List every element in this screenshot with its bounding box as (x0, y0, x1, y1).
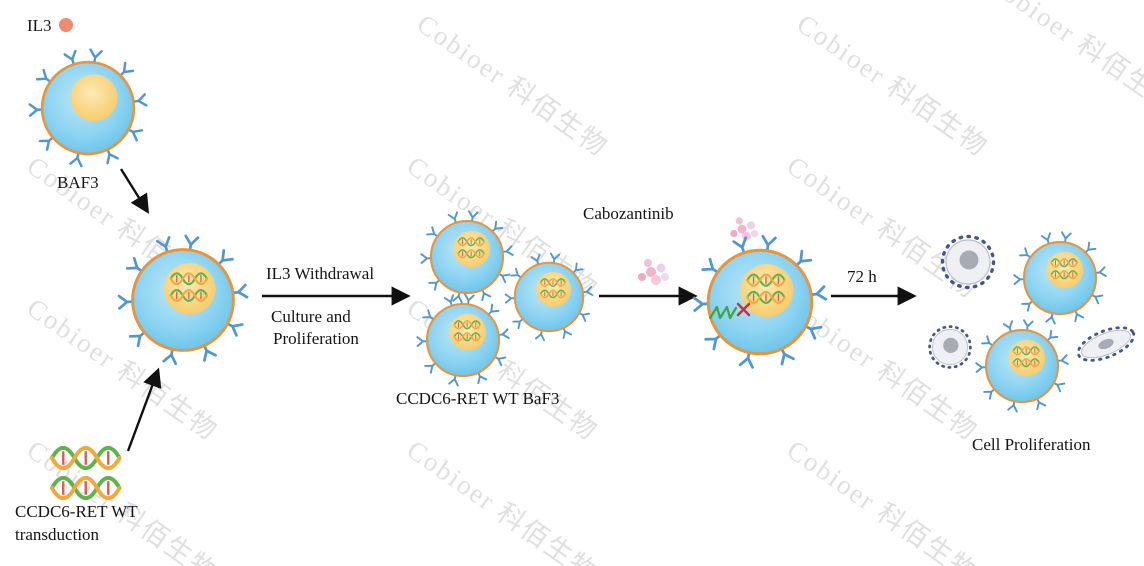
watermark-text: Cobioer 科佰生物 (402, 434, 604, 566)
duration-label: 72 h (847, 267, 877, 286)
watermark-text: Cobioer 科佰生物 (22, 434, 224, 566)
arrow-baf3-to-transduced (119, 168, 150, 214)
watermark-text: Cobioer 科佰生物 (412, 8, 614, 162)
watermark-text: Cobioer 科佰生物 (782, 292, 984, 446)
cluster-label: CCDC6-RET WT BaF3 (396, 389, 559, 408)
transduction-label-line2: transduction (15, 525, 100, 544)
drug-label: Cabozantinib (583, 204, 674, 223)
watermark-text: Cobioer 科佰生物 (982, 0, 1144, 120)
step1-label-line3: Proliferation (273, 329, 359, 348)
apoptotic-spindle-cell-icon (1072, 319, 1140, 369)
drug-molecules-icon (730, 217, 759, 241)
drug-molecules-icon (638, 259, 669, 285)
baf3-cell-icon (30, 50, 147, 166)
inhibition-mark-icon (708, 302, 751, 320)
baf3-label: BAF3 (57, 173, 99, 192)
result-label: Cell Proliferation (972, 435, 1091, 454)
inhibited-cell-icon (694, 236, 826, 367)
il3-label: IL3 (27, 16, 52, 35)
apoptotic-cell-icon (928, 325, 972, 369)
step1-label-line1: IL3 Withdrawal (266, 264, 374, 283)
il3-dot-icon (59, 18, 73, 32)
step1-label-line2: Culture and (271, 307, 351, 326)
surviving-cell-icon (976, 320, 1067, 411)
watermark-text: Cobioer 科佰生物 (792, 8, 994, 162)
arrow-transduction (126, 367, 162, 452)
transduction-label-line1: CCDC6-RET WT (15, 502, 138, 521)
watermark-text: Cobioer 科佰生物 (782, 434, 984, 566)
surviving-cell-icon (1014, 232, 1105, 323)
